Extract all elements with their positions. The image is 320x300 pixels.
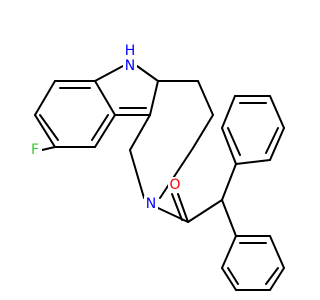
benzene-bond-2 [94,114,116,148]
phenyl-a-bond-1 [221,163,237,201]
phenyl-a-bond-7 [235,159,271,165]
phenyl-b-bond-5 [269,235,285,269]
f-mask [28,142,42,158]
nh-mask [123,58,137,74]
pyrrole-bond-3 [149,80,159,116]
carbonyl-bond-1 [177,193,189,223]
pyrrole-bond-2 [136,65,159,82]
h-mask [123,44,137,58]
indole-hydrogen-label: H [125,43,136,59]
methine-bond [187,199,223,223]
phenyl-a-bond-2 [221,127,237,165]
indole-nitrogen-label: N [125,58,135,74]
ring-bond-3 [192,114,214,149]
phenyl-b-bond-6 [269,267,285,291]
phenyl-a-inner-2 [265,127,279,154]
o-mask [168,177,182,193]
fluorine-label: F [31,142,39,158]
phenyl-a-inner-3 [227,127,241,156]
pyrrole-bond-1 [94,65,124,82]
amide-n-mask [144,196,158,212]
ring-bond-5 [129,114,151,151]
carbonyl-bond-2 [171,193,183,221]
structure-canvas: N H F N O [28,43,285,291]
ring-bond-6 [129,149,145,199]
atom-labels: N H F N O [28,43,182,212]
phenyl-a-bond-6 [269,127,285,161]
benzene-inner-2 [39,114,59,141]
benzene-bond-4 [34,114,56,148]
benzene-bond-1 [94,80,116,116]
ring-bond-2 [197,80,214,116]
phenyl-b-inner-2 [265,267,279,285]
bond-layer [34,65,285,291]
oxygen-label: O [169,177,180,193]
phenyl-a-bond-3 [221,95,236,129]
phenyl-b-bond-1 [221,199,237,237]
benzene-bond-5 [34,80,56,116]
phenyl-b-bond-3 [221,267,237,291]
amide-bond [157,207,189,223]
benzene-inner-3 [91,114,109,141]
molecule-drawing: N H F N O [28,43,285,291]
phenyl-a-bond-5 [269,95,285,129]
phenyl-b-bond-2 [221,235,237,269]
amide-nitrogen-label: N [146,196,156,212]
ring-bond-4 [159,147,194,199]
phenyl-b-inner-3 [227,267,239,285]
fluorine-bond [41,146,56,151]
